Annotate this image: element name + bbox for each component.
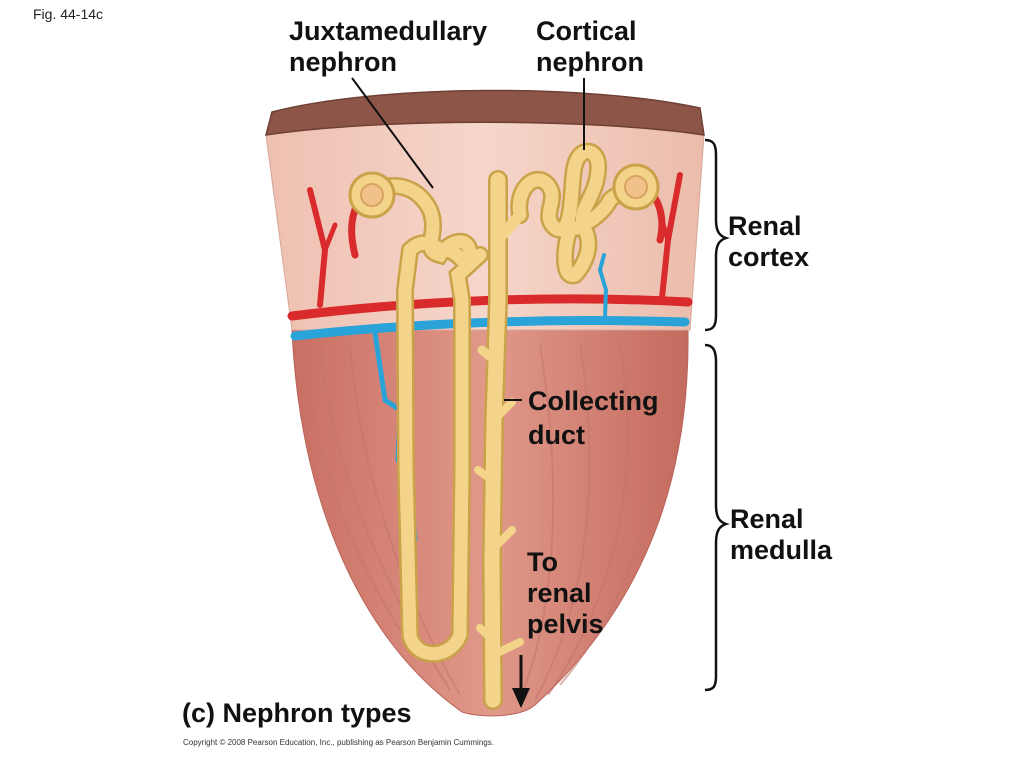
- collecting-duct: [474, 170, 526, 710]
- figure-label: Fig. 44-14c: [33, 6, 104, 22]
- renal-medulla-label: Renal medulla: [730, 504, 833, 565]
- brackets: [704, 138, 730, 692]
- to-renal-pelvis-label: To renal pelvis: [527, 547, 604, 639]
- juxtamedullary-nephron-label: Juxtamedullary nephron: [289, 16, 488, 77]
- figure-caption: (c) Nephron types: [182, 698, 412, 728]
- collecting-duct-label: Collecting duct: [528, 386, 659, 450]
- juxtamedullary-nephron: [348, 171, 489, 663]
- renal-cortex-bracket: [704, 138, 730, 332]
- cortical-nephron-label: Cortical nephron: [536, 16, 644, 77]
- renal-medulla-bracket: [704, 343, 730, 692]
- renal-cortex-label: Renal cortex: [728, 211, 810, 272]
- renal-capsule: [264, 89, 705, 136]
- leader-lines: [351, 77, 585, 401]
- cortical-nephron: [510, 142, 660, 285]
- copyright-notice: Copyright © 2008 Pearson Education, Inc.…: [183, 738, 494, 747]
- arrow-to-renal-pelvis: [512, 655, 530, 708]
